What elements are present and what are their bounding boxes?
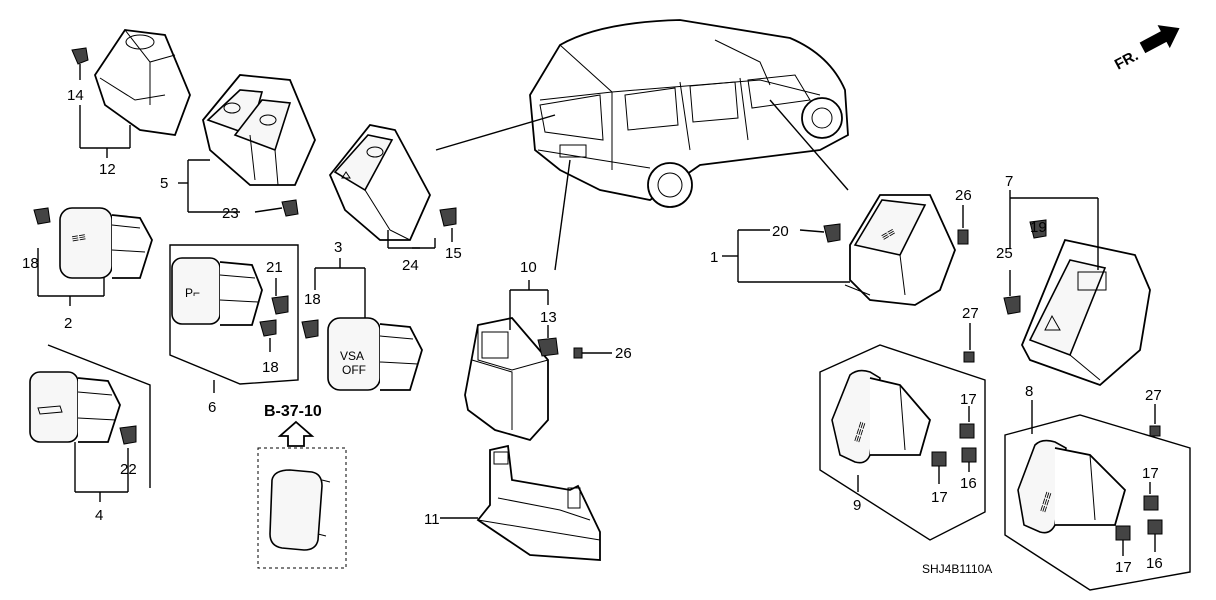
callout-17-d: 17	[1115, 559, 1132, 576]
svg-text:VSA: VSA	[340, 349, 364, 363]
clip-22	[119, 425, 137, 445]
switch-part-7	[1021, 238, 1151, 387]
switch-part-24	[328, 124, 432, 241]
callout-15: 15	[445, 245, 462, 262]
callout-23: 23	[222, 205, 239, 222]
clip-17-a	[959, 423, 975, 439]
callout-25: 25	[996, 245, 1013, 262]
svg-text:≡≡: ≡≡	[879, 225, 898, 244]
svg-text:OFF: OFF	[342, 363, 366, 377]
clip-25	[1003, 295, 1021, 315]
callout-10: 10	[520, 259, 537, 276]
callout-18-left: 18	[22, 255, 39, 272]
switch-part-12	[94, 29, 191, 136]
switch-part-6: P⌐	[171, 257, 263, 326]
callout-11: 11	[424, 511, 440, 528]
switch-part-5	[202, 74, 316, 186]
callout-14: 14	[67, 87, 84, 104]
svg-text:≡≡≡: ≡≡≡	[1036, 490, 1056, 514]
callout-labels: 14 12 5 23 18 2 21 18 6 3 18 15 24 22 4 …	[22, 87, 1163, 576]
clip-16-b	[1147, 519, 1163, 535]
switch-cover	[269, 469, 331, 551]
switch-part-3: VSA OFF	[327, 317, 423, 391]
callout-27-a: 27	[962, 305, 979, 322]
screw-27-b	[1149, 425, 1161, 437]
callout-26-right: 26	[955, 187, 972, 204]
callout-5: 5	[160, 175, 168, 192]
clip-17-d	[1115, 525, 1131, 541]
switch-part-1: ≡≡	[844, 194, 956, 306]
clip-18-mid	[259, 319, 277, 337]
callout-9: 9	[853, 497, 861, 514]
bezel-part-11	[476, 444, 601, 561]
callout-18-right: 18	[304, 291, 321, 308]
clip-19	[1029, 219, 1047, 239]
callout-19: 19	[1030, 219, 1047, 236]
callout-13: 13	[540, 309, 557, 326]
svg-text:P⌐: P⌐	[185, 286, 200, 300]
callout-18-mid: 18	[262, 359, 279, 376]
callout-16-a: 16	[960, 475, 977, 492]
switch-part-10	[464, 317, 549, 442]
clip-17-c	[1143, 495, 1159, 511]
callout-21: 21	[266, 259, 283, 276]
reference-label: B-37-10	[264, 403, 322, 420]
clip-13	[537, 337, 559, 357]
callout-17-b: 17	[931, 489, 948, 506]
callout-17-a: 17	[960, 391, 977, 408]
callout-4: 4	[95, 507, 103, 524]
switch-part-8: ≡≡≡	[1017, 439, 1127, 534]
switch-part-9: ≡≡≡	[831, 369, 931, 464]
clip-15	[439, 207, 457, 227]
callout-22: 22	[120, 461, 137, 478]
clip-17-b	[931, 451, 947, 467]
callout-3: 3	[334, 239, 342, 256]
clip-18-right	[301, 319, 319, 339]
svg-text:≡≡≡: ≡≡≡	[850, 420, 870, 444]
screw-26-center	[573, 347, 612, 359]
clip-16-a	[961, 447, 977, 463]
callout-8: 8	[1025, 383, 1033, 400]
callout-2: 2	[64, 315, 72, 332]
callout-1: 1	[710, 249, 718, 266]
callout-24: 24	[402, 257, 419, 274]
clip-14	[71, 47, 89, 80]
clip-23	[281, 199, 299, 217]
direction-label: FR.	[1112, 47, 1141, 73]
callout-7: 7	[1005, 173, 1013, 190]
screw-26-right	[957, 229, 969, 245]
callout-26-center: 26	[615, 345, 632, 362]
callout-16-b: 16	[1146, 555, 1163, 572]
switch-part-2: ≡≡	[59, 207, 153, 279]
switch-part-4	[29, 371, 121, 443]
front-direction-arrow-icon: FR.	[1112, 25, 1180, 73]
svg-text:≡≡: ≡≡	[71, 230, 87, 246]
callout-17-c: 17	[1142, 465, 1159, 482]
callout-20: 20	[772, 223, 789, 240]
clip-18-left	[33, 207, 51, 225]
callout-6: 6	[208, 399, 216, 416]
clip-21	[271, 295, 289, 315]
vehicle-illustration	[529, 19, 849, 208]
diagram-code: SHJ4B1110A	[922, 562, 992, 576]
reference-arrow-icon	[277, 420, 315, 447]
callout-12: 12	[99, 161, 116, 178]
screw-27-a	[963, 351, 975, 363]
clip-20	[823, 223, 841, 243]
callout-27-b: 27	[1145, 387, 1162, 404]
